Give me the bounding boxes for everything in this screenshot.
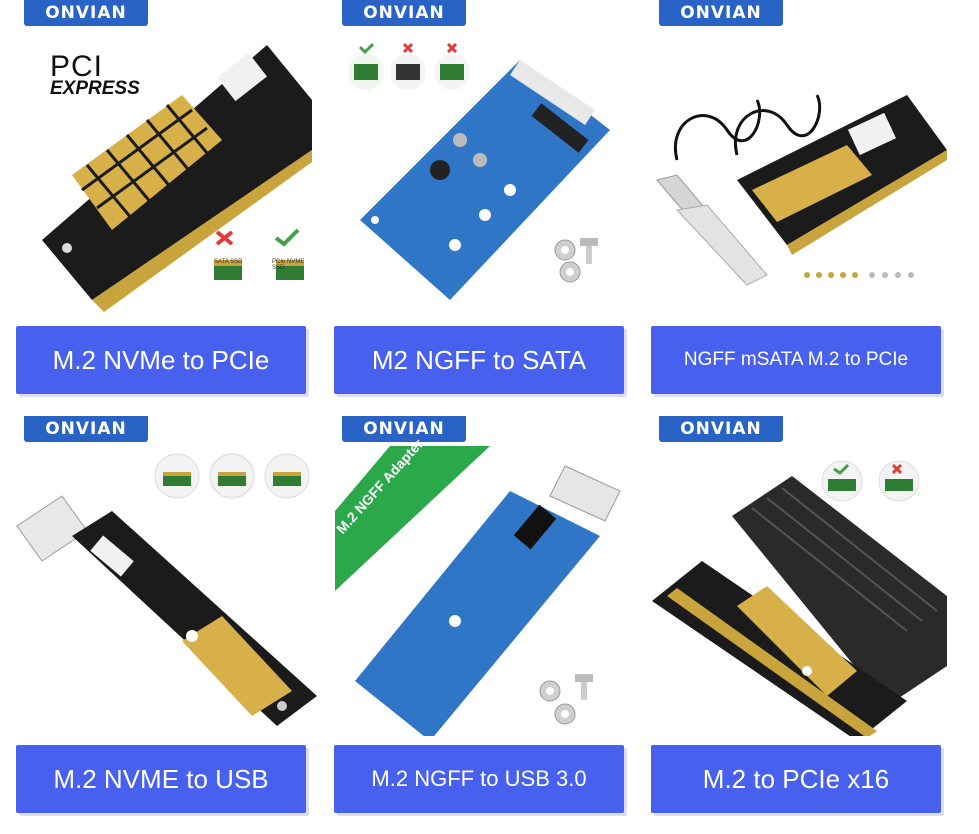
product-tile-ngff-usb3[interactable]: ONVIAN M.2 NGFF Adapter M.2 NGFF to USB …	[330, 416, 635, 821]
nvme-usb-card-image	[16, 453, 317, 726]
brand-badge: ONVIAN	[342, 416, 466, 442]
brand-badge: ONVIAN	[659, 416, 783, 442]
product-label: NGFF mSATA M.2 to PCIe	[651, 326, 941, 394]
badge-sata-label: SATA SSD	[214, 259, 243, 265]
product-label: M.2 to PCIe x16	[651, 745, 941, 813]
badge-nvme-label: PCIe NVME SSD	[272, 259, 305, 271]
product-tile-msata-pcie[interactable]: ONVIAN NGFF mSATA M.2 to PCIe	[647, 0, 952, 405]
product-label: M.2 NGFF to USB 3.0	[334, 745, 624, 813]
product-label: M2 NGFF to SATA	[334, 326, 624, 394]
product-tile-pcie-x16[interactable]: ONVIAN M.2 to PCIe x16	[647, 416, 952, 821]
brand-badge: ONVIAN	[24, 0, 148, 26]
product-label: M.2 NVME to USB	[16, 745, 306, 813]
nvme-pcie-card-image	[42, 45, 312, 312]
product-tile-ngff-sata[interactable]: ONVIAN M2 NGFF to SATA	[330, 0, 635, 405]
ngff-usb3-card-image	[335, 446, 621, 736]
product-label: M.2 NVMe to PCIe	[16, 326, 306, 394]
ngff-sata-card-image	[348, 42, 610, 300]
brand-badge: ONVIAN	[659, 0, 783, 26]
brand-badge: ONVIAN	[24, 416, 148, 442]
msata-pcie-card-image	[656, 94, 947, 286]
product-tile-nvme-usb[interactable]: ONVIAN M.2 NVME to USB	[12, 416, 317, 821]
pcie-x16-card-image	[652, 460, 947, 736]
product-tile-nvme-pcie[interactable]: ONVIAN PCI EXPRESS SATA SSD PCIe NVME S	[12, 0, 317, 405]
pci-express-logo: PCI EXPRESS	[50, 50, 140, 99]
brand-badge: ONVIAN	[342, 0, 466, 26]
